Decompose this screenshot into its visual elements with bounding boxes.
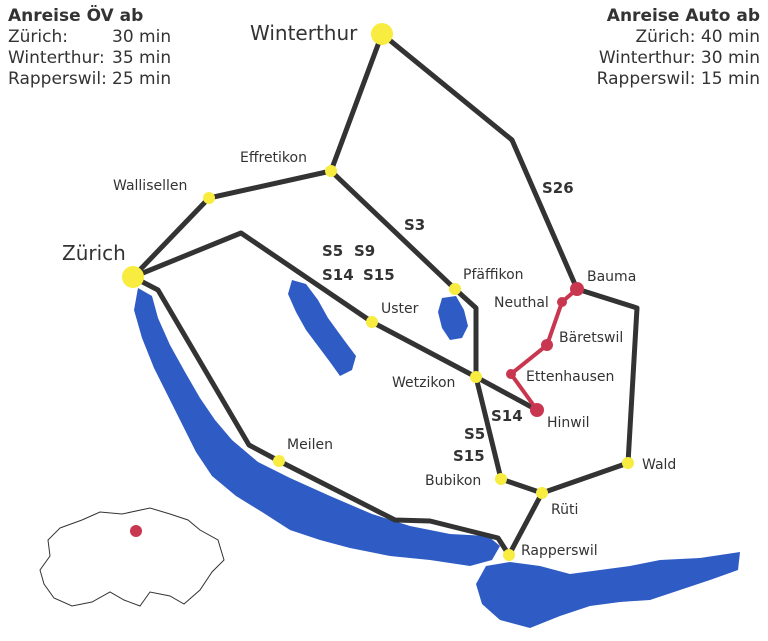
station-wetzikon (470, 371, 482, 383)
city: Zürich: (635, 27, 696, 47)
lake-obersee (476, 552, 740, 628)
rail-line (329, 169, 543, 496)
lakes (134, 280, 740, 628)
city: Winterthur: (8, 48, 105, 68)
station-ettenhausen (506, 369, 516, 379)
line-label-s14: S14 (322, 266, 354, 284)
station-wald (622, 457, 634, 469)
station-neuthal (557, 297, 567, 307)
legend-title: Anreise Auto ab (606, 6, 760, 26)
label-neuthal: Neuthal (494, 295, 549, 311)
lake-greifensee (288, 280, 356, 376)
label-bubikon: Bubikon (425, 473, 481, 489)
time: 30 min (700, 48, 760, 68)
label-rapperswil: Rapperswil (521, 543, 598, 559)
station-pfaeffikon (449, 283, 461, 295)
lake-pfaeffikersee (438, 296, 468, 340)
time: 25 min (112, 69, 172, 89)
time: 40 min (700, 27, 760, 47)
legend-row: Zürich: 40 min (597, 27, 760, 48)
label-wallisellen: Wallisellen (113, 178, 187, 194)
label-baeretswil: Bäretswil (559, 330, 623, 346)
line-label-s15: S15 (363, 266, 395, 284)
station-uster (366, 316, 378, 328)
label-winterthur: Winterthur (250, 21, 358, 45)
station-rapperswil (503, 549, 515, 561)
label-bauma: Bauma (587, 269, 636, 285)
line-label-s5: S5 (464, 425, 485, 443)
label-wetzikon: Wetzikon (392, 375, 455, 391)
label-effretikon: Effretikon (240, 150, 307, 166)
line-label-s15: S15 (453, 447, 485, 465)
label-ettenhausen: Ettenhausen (526, 369, 614, 385)
label-pfaeffikon: Pfäffikon (463, 267, 524, 283)
station-effretikon (325, 165, 337, 177)
label-wald: Wald (642, 457, 676, 473)
city: Rapperswil: (596, 69, 696, 89)
station-baeretswil (541, 339, 553, 351)
legend-title: Anreise ÖV ab (8, 6, 144, 26)
city: Zürich: (8, 27, 68, 47)
time: 35 min (112, 48, 172, 68)
legend-row: Zürich: 30 min (8, 27, 171, 48)
time: 15 min (700, 69, 760, 89)
legend-row: Winterthur: 30 min (597, 48, 760, 69)
heritage-stations (506, 282, 584, 417)
lake-zurich (134, 288, 500, 566)
time: 30 min (112, 27, 172, 47)
legend-public-transport: Anreise ÖV ab Zürich: 30 min Winterthur: 3… (8, 6, 171, 90)
label-zurich: Zürich (62, 241, 126, 265)
legend-row: Rapperswil:25 min (8, 69, 171, 90)
station-wallisellen (203, 192, 215, 204)
label-hinwil: Hinwil (547, 415, 590, 431)
station-zurich (122, 266, 144, 288)
stations (122, 23, 634, 561)
line-label-s3: S3 (404, 216, 425, 234)
label-uster: Uster (381, 301, 419, 317)
legend-car: Anreise Auto ab Zürich: 40 min Winterthu… (597, 6, 760, 90)
rail-line (131, 33, 385, 279)
legend-row: Rapperswil: 15 min (597, 69, 760, 90)
station-bauma (570, 282, 584, 296)
switzerland-inset (39, 507, 225, 607)
line-label-s26: S26 (542, 179, 574, 197)
station-bubikon (495, 473, 507, 485)
rail-line (131, 274, 512, 557)
station-hinwil (530, 403, 544, 417)
legend-row: Winterthur: 35 min (8, 48, 171, 69)
line-label-s9: S9 (354, 242, 375, 260)
label-meilen: Meilen (287, 437, 333, 453)
station-rueti (536, 487, 548, 499)
rail-network (131, 32, 640, 557)
station-winterthur (371, 23, 393, 45)
city: Winterthur: (598, 48, 696, 68)
line-label-s14: S14 (491, 407, 523, 425)
station-meilen (273, 455, 285, 467)
city: Rapperswil: (8, 69, 107, 89)
line-label-s5: S5 (322, 242, 343, 260)
switzerland-outline-icon (39, 507, 225, 607)
label-rueti: Rüti (551, 502, 578, 518)
location-marker-icon (130, 525, 142, 537)
